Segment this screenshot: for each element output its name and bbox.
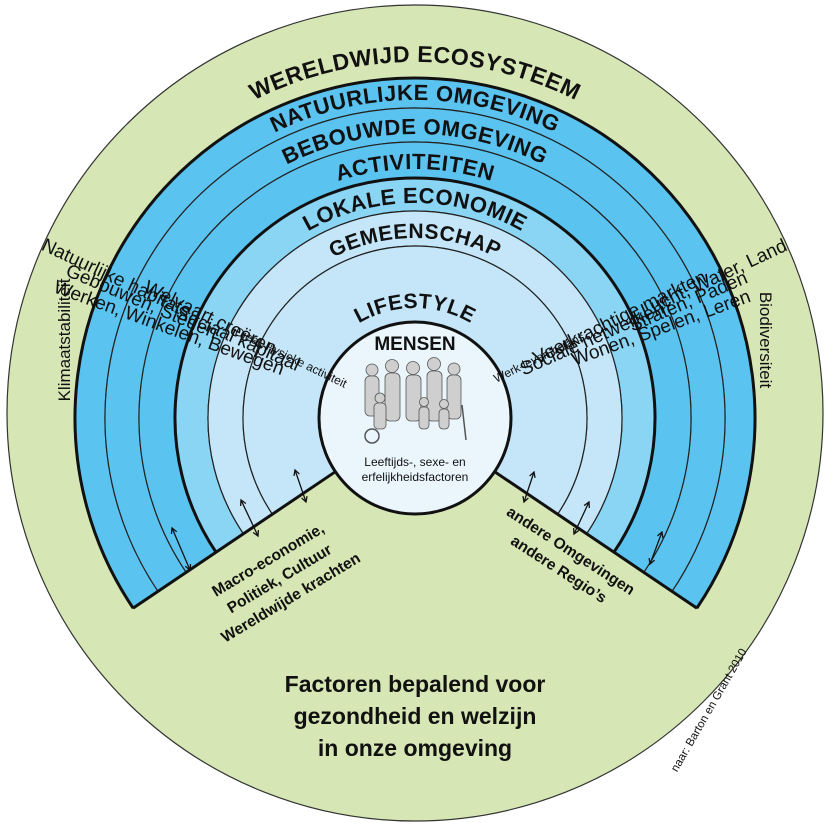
people-factors-line2: erfelijkheidsfactoren: [362, 470, 469, 484]
ring-outline: [173, 176, 657, 554]
diagram-title-line2: gezondheid en welzijn: [294, 703, 537, 729]
double-arrow: [572, 500, 591, 536]
side-label-biodiversity: Biodiversiteit: [756, 292, 775, 389]
double-arrow: [170, 526, 192, 572]
side-label-climate: Klimaatstabiliteit: [55, 278, 74, 401]
ring-outline: [73, 76, 757, 609]
double-arrow: [239, 498, 260, 538]
people-group-icon: [364, 357, 467, 444]
double-arrow: [522, 470, 536, 504]
double-arrow: [293, 468, 308, 504]
ring-end-cap: [493, 470, 698, 610]
double-arrows: [170, 468, 664, 572]
double-arrow: [648, 530, 664, 566]
ring-title-people: MENSEN: [374, 334, 455, 355]
diagram-title-line3: in onze omgeving: [318, 735, 512, 761]
ring-bands: [73, 76, 757, 610]
ring-end-cap: [132, 470, 337, 610]
diagram-title-line1: Factoren bepalend voor: [285, 671, 546, 697]
people-factors-line1: Leeftijds-, sexe- en: [364, 455, 465, 469]
